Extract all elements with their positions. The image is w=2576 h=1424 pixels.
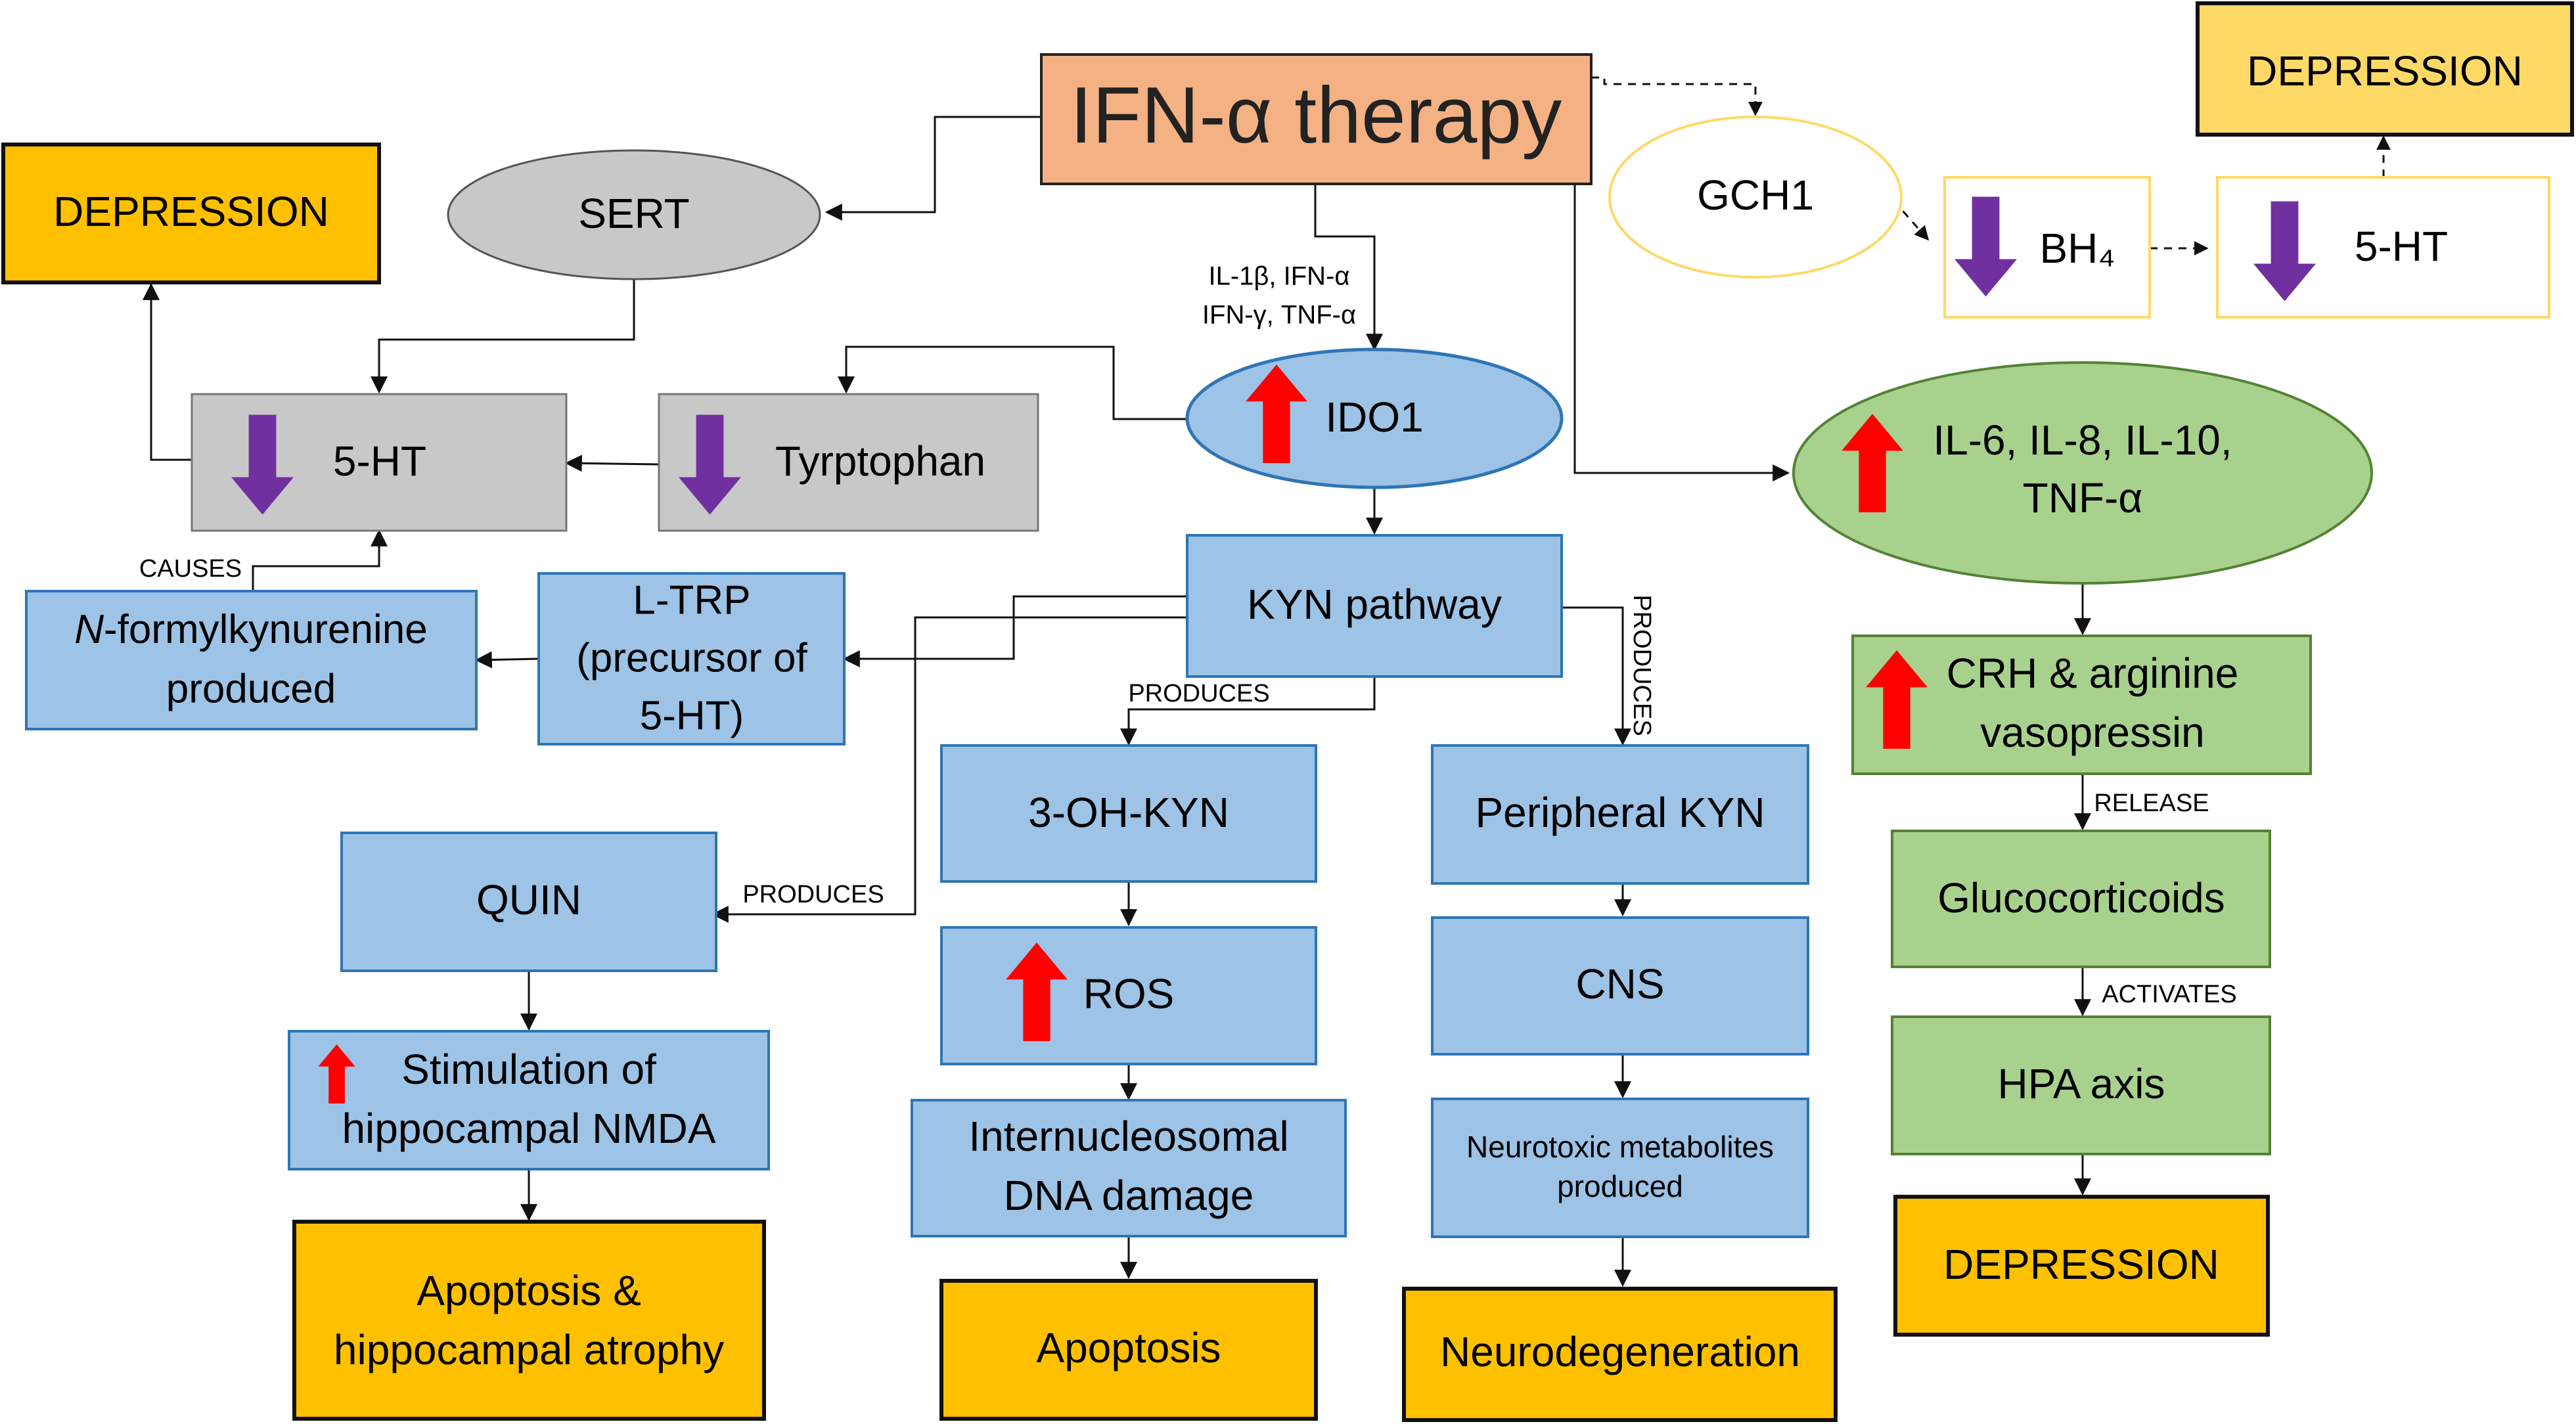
connectors: [143, 76, 2391, 1287]
sert-label: SERT: [578, 190, 690, 237]
produces-peripheral-label: PRODUCES: [1628, 594, 1656, 736]
produces-quin-label: PRODUCES: [742, 881, 884, 908]
peripheral-kyn-label: Peripheral KYN: [1475, 789, 1765, 836]
nformylkynurenine-label-line1: N-formylkynurenine: [74, 607, 428, 652]
produces-3ohkyn-label: PRODUCES: [1128, 680, 1269, 707]
crh-label-line1: CRH & arginine: [1947, 650, 2239, 697]
glucocorticoids-label: Glucocorticoids: [1937, 874, 2225, 922]
nformylkynurenine-label-line2: produced: [166, 666, 336, 711]
hpa-axis-label: HPA axis: [1998, 1060, 2165, 1107]
edge-gch1-bh4: [1892, 200, 1930, 241]
ifn-therapy-label: IFN-α therapy: [1070, 70, 1562, 160]
bh4-label: BH₄: [2039, 225, 2115, 272]
edge-sert-5ht: [371, 279, 635, 394]
neurodegeneration-node: Neurodegeneration: [1402, 1287, 1838, 1422]
apoptosis-atrophy-label-line2: hippocampal atrophy: [334, 1326, 724, 1373]
ht-right-node: 5-HT: [2216, 176, 2550, 319]
cns-label: CNS: [1575, 960, 1664, 1008]
gch1-node: GCH1: [1608, 116, 1903, 278]
activates-label: ACTIVATES: [2102, 981, 2237, 1008]
cytokines-label-line2: TNF-α: [2023, 474, 2143, 522]
edge-ifn-gch1: [1591, 76, 1763, 116]
ht-left-node: 5-HT: [191, 393, 568, 532]
peripheral-kyn-node: Peripheral KYN: [1431, 744, 1809, 885]
cns-node: CNS: [1431, 916, 1809, 1056]
apoptosis-atrophy-label-line1: Apoptosis &: [417, 1267, 641, 1314]
edge-labels: IL-1β, IFN-α IFN-γ, TNF-α CAUSES PRODUCE…: [139, 262, 2237, 1008]
edge-kyn-ltrp: [842, 595, 1187, 667]
edge-5ht-depression: [143, 282, 192, 461]
nmda-node: Stimulation of hippocampal NMDA: [288, 1030, 770, 1170]
apoptosis-atrophy-node: Apoptosis & hippocampal atrophy: [292, 1220, 766, 1421]
nmda-label-line1: Stimulation of: [401, 1046, 656, 1093]
cytokines-label-line1: IL-6, IL-8, IL-10,: [1933, 416, 2232, 464]
tryptophan-node: Tyrptophan: [658, 393, 1039, 532]
apoptosis-node: Apoptosis: [939, 1279, 1318, 1421]
edge-nformyl-5ht: [252, 529, 388, 591]
tryptophan-label: Tyrptophan: [775, 437, 985, 485]
bh4-node: BH₄: [1943, 176, 2151, 319]
depression-bottom-right-label: DEPRESSION: [1943, 1241, 2219, 1288]
ifn-therapy-node: IFN-α therapy: [1040, 53, 1593, 185]
ros-label: ROS: [1083, 970, 1175, 1017]
3-oh-kyn-node: 3-OH-KYN: [940, 744, 1317, 883]
quin-label: QUIN: [476, 876, 581, 923]
neurotoxic-label-line1: Neurotoxic metabolites: [1466, 1130, 1774, 1164]
ltrp-node: L-TRP (precursor of 5-HT): [537, 572, 846, 745]
ltrp-label-line3: 5-HT): [640, 693, 744, 738]
depression-left-node: DEPRESSION: [1, 143, 381, 284]
ltrp-label-line2: (precursor of: [576, 635, 807, 680]
nformylkynurenine-node: N-formylkynurenine produced: [25, 590, 478, 730]
depression-bottom-right-node: DEPRESSION: [1893, 1195, 2270, 1337]
depression-top-right-node: DEPRESSION: [2196, 1, 2574, 137]
quin-node: QUIN: [340, 832, 717, 972]
edge-ltrp-nformyl: [474, 651, 539, 669]
ido1-label: IDO1: [1325, 393, 1423, 441]
hpa-axis-node: HPA axis: [1891, 1015, 2271, 1155]
cytokines-node: IL-6, IL-8, IL-10, TNF-α: [1792, 361, 2373, 585]
edge-kyn-quin: [711, 616, 1187, 923]
cytokines-ido-label-line2: IFN-γ, TNF-α: [1202, 301, 1356, 330]
depression-left-label: DEPRESSION: [53, 188, 329, 235]
edge-ido1-tryptophan: [838, 345, 1188, 420]
ht-left-label: 5-HT: [333, 437, 426, 485]
dna-damage-label-line2: DNA damage: [1004, 1172, 1254, 1219]
ht-right-label: 5-HT: [2355, 223, 2448, 270]
nmda-label-line2: hippocampal NMDA: [342, 1105, 715, 1152]
neurodegeneration-label: Neurodegeneration: [1440, 1328, 1800, 1375]
ltrp-label-line1: L-TRP: [633, 577, 750, 623]
kyn-pathway-node: KYN pathway: [1186, 534, 1563, 678]
cytokines-ido-label-line1: IL-1β, IFN-α: [1208, 262, 1349, 291]
glucocorticoids-node: Glucocorticoids: [1891, 830, 2271, 968]
neurotoxic-label-line2: produced: [1557, 1169, 1683, 1203]
gch1-label: GCH1: [1697, 171, 1814, 219]
release-label: RELEASE: [2094, 790, 2209, 817]
ros-node: ROS: [940, 926, 1317, 1065]
apoptosis-label: Apoptosis: [1036, 1324, 1221, 1371]
kyn-pathway-label: KYN pathway: [1247, 581, 1502, 628]
depression-top-right-label: DEPRESSION: [2247, 47, 2523, 95]
edge-ifn-sert: [825, 116, 1041, 221]
sert-node: SERT: [447, 149, 821, 280]
neurotoxic-node: Neurotoxic metabolites produced: [1431, 1098, 1809, 1238]
edge-ifn-cytokines: [1573, 184, 1790, 481]
edge-ifn-ido1: [1314, 184, 1383, 351]
crh-node: CRH & arginine vasopressin: [1851, 634, 2312, 775]
edge-kyn-peripheral: [1562, 606, 1631, 746]
causes-label: CAUSES: [139, 555, 242, 583]
3-oh-kyn-label: 3-OH-KYN: [1028, 789, 1229, 836]
edge-kyn-3ohkyn: [1120, 677, 1376, 746]
dna-damage-node: Internucleosomal DNA damage: [911, 1099, 1347, 1237]
dna-damage-label-line1: Internucleosomal: [968, 1113, 1288, 1160]
edge-tryptophan-5ht: [564, 455, 660, 472]
crh-label-line2: vasopressin: [1980, 709, 2205, 756]
ido1-node: IDO1: [1185, 347, 1564, 489]
